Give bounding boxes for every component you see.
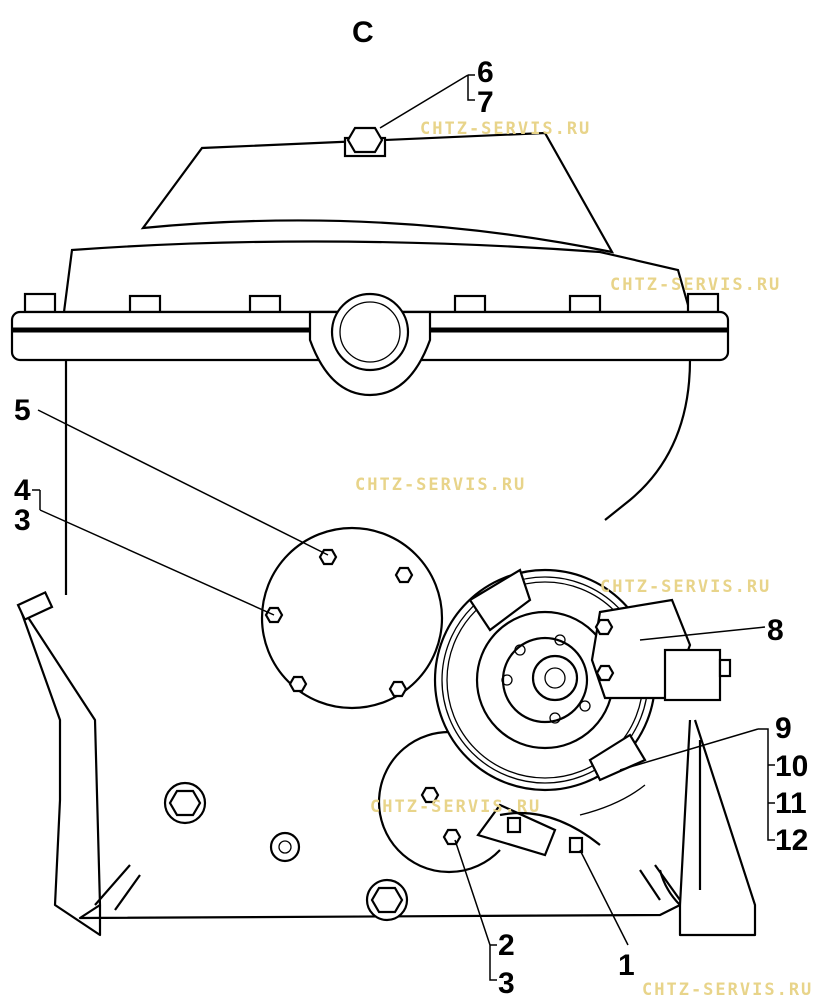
- callout-12: 12: [775, 824, 808, 857]
- callout-5: 5: [14, 394, 31, 427]
- callout-9: 9: [775, 712, 792, 745]
- view-label: C: [352, 16, 374, 49]
- housing-top: [62, 240, 692, 314]
- bracket: [590, 598, 732, 702]
- right-leg: [658, 719, 757, 937]
- callout-10: 10: [775, 750, 808, 783]
- callout-1: 1: [618, 949, 635, 982]
- watermark: CHTZ-SERVIS.RU: [610, 275, 781, 295]
- callout-3b: 3: [498, 967, 515, 1000]
- callout-2: 2: [498, 929, 515, 962]
- top-cover: [140, 131, 615, 254]
- callout-7: 7: [477, 86, 494, 119]
- leader-lines: [32, 74, 775, 981]
- right-rib: [639, 864, 681, 901]
- callout-11: 11: [775, 787, 807, 820]
- top-bolt: [343, 126, 387, 158]
- left-rib: [94, 864, 141, 911]
- brake-drum: [433, 568, 657, 816]
- watermark: CHTZ-SERVIS.RU: [355, 475, 526, 495]
- left-lug: [16, 590, 54, 622]
- side-cover: [260, 526, 444, 710]
- watermark-group: CHTZ-SERVIS.RU CHTZ-SERVIS.RU CHTZ-SERVI…: [355, 119, 813, 1000]
- watermark: CHTZ-SERVIS.RU: [600, 577, 771, 597]
- watermark: CHTZ-SERVIS.RU: [420, 119, 591, 139]
- left-leg: [18, 607, 102, 937]
- adjuster: [476, 803, 601, 857]
- callout-8: 8: [767, 614, 784, 647]
- center-boss: [308, 292, 432, 397]
- watermark: CHTZ-SERVIS.RU: [642, 980, 813, 1000]
- callout-3: 3: [14, 504, 31, 537]
- drain-plugs: [163, 781, 409, 922]
- callout-6: 6: [477, 56, 494, 89]
- callouts: C 6 7 5 4 3 8 9 10 11 12 2 3 1: [14, 16, 808, 1000]
- watermark: CHTZ-SERVIS.RU: [370, 797, 541, 817]
- callout-4: 4: [14, 474, 31, 507]
